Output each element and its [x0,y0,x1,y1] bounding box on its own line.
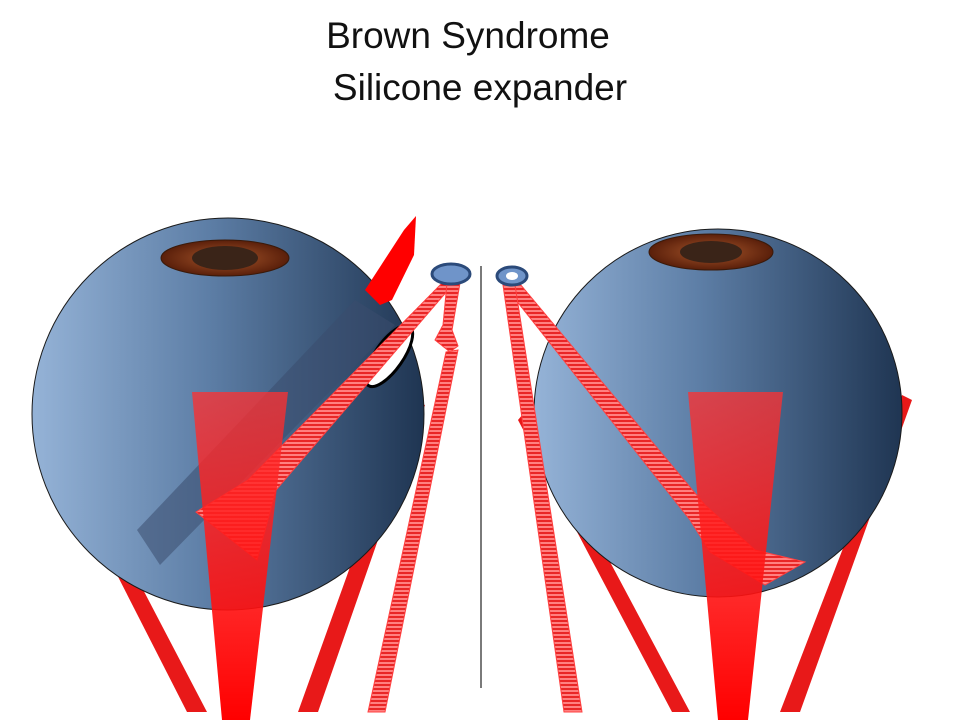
right-vertical-rectus [688,392,783,720]
left-superior-oblique-muscle [365,216,416,305]
right-trochlea-hole [506,272,518,280]
right-superior-oblique-tendon [499,277,807,586]
left-vertical-rectus [192,392,288,720]
left-tendon-to-trochlea [434,282,461,353]
left-trochlea [430,262,472,286]
slide-title: Brown Syndrome [326,15,610,56]
slide-subtitle: Silicone expander [332,67,628,108]
right-pupil [680,241,742,263]
left-inferior-strand [367,349,459,713]
left-pupil [192,246,258,270]
